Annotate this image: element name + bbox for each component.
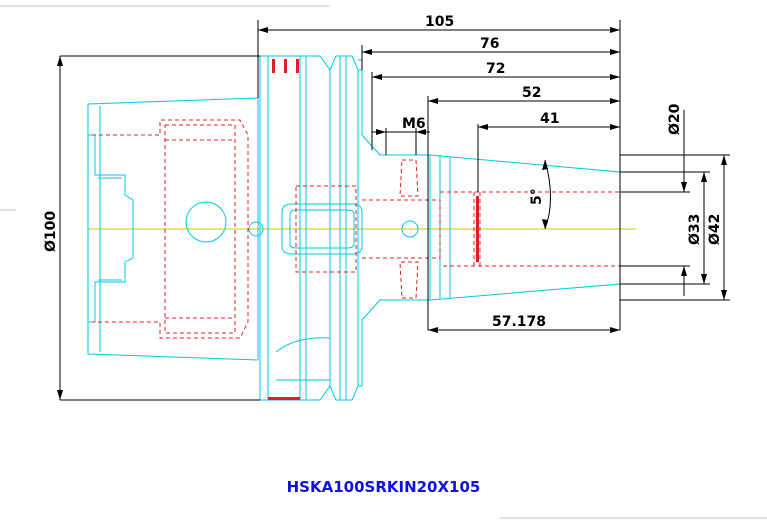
dim-length-41: 41 xyxy=(540,111,559,127)
part-number: HSKA100SRKIN20X105 xyxy=(286,478,481,496)
dim-taper-length: 57.178 xyxy=(492,314,546,330)
dimension-lines xyxy=(59,20,730,401)
dim-length-72: 72 xyxy=(486,61,505,77)
dim-thread: M6 xyxy=(402,116,426,132)
tool-holder-outline xyxy=(87,55,621,401)
dim-taper-angle: 5° xyxy=(529,188,545,205)
dim-bore-diameter: Ø20 xyxy=(667,103,683,135)
dim-length-52: 52 xyxy=(522,85,541,101)
dim-length-76: 76 xyxy=(480,36,499,52)
arrowheads xyxy=(57,27,727,400)
frame-lines xyxy=(0,5,767,519)
dim-nose-diameter-large: Ø42 xyxy=(707,214,723,245)
dim-nose-diameter-small: Ø33 xyxy=(687,214,703,245)
dim-flange-diameter: Ø100 xyxy=(43,211,59,252)
key-marks xyxy=(268,59,479,400)
dim-overall-length: 105 xyxy=(425,14,454,30)
